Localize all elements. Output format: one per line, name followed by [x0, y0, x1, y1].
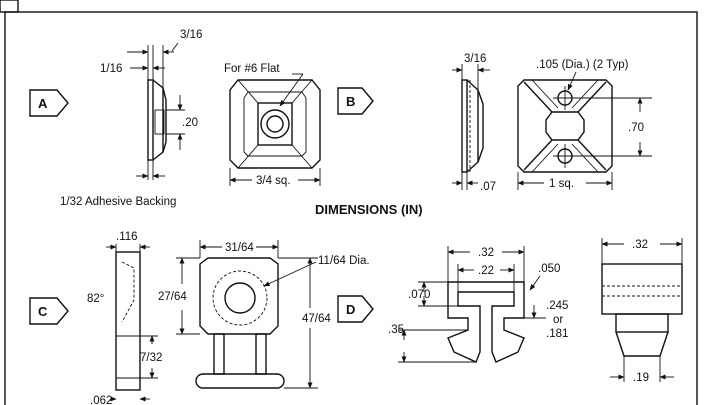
label-b: B	[346, 94, 355, 109]
dim-d-side-32: .32	[632, 239, 648, 251]
part-d-side-view	[601, 263, 683, 357]
dim-a-20: .20	[182, 117, 198, 129]
dim-a-1-16: 1/16	[100, 63, 122, 75]
dim-d-181: .181	[546, 328, 568, 340]
part-b-front-view	[517, 79, 613, 173]
dim-c-82-deg: 82°	[87, 293, 104, 305]
for-6-flat-note: For #6 Flat	[224, 63, 280, 75]
part-b-side-view	[461, 79, 484, 173]
label-d-tag: D	[337, 295, 374, 323]
label-b-tag: B	[337, 87, 374, 115]
label-a-tag: A	[29, 89, 69, 117]
part-a-side-view	[147, 79, 167, 161]
section-b: B 3/16 .07	[337, 53, 652, 193]
section-d: D .32 .22 .050 .070 .245 or .181 .35	[337, 238, 683, 384]
label-a: A	[38, 96, 48, 111]
part-a-front-view	[229, 79, 321, 169]
dim-d-or: or	[553, 314, 563, 326]
dim-d-070: .070	[408, 289, 430, 301]
dim-d-245: .245	[546, 300, 568, 312]
dim-a-3-4-sq: 3/4 sq.	[256, 175, 291, 187]
label-c-tag: C	[29, 297, 69, 325]
dim-c-27-64: 27/64	[158, 291, 187, 303]
dim-b-70: .70	[628, 122, 644, 134]
part-c-front-view	[195, 257, 285, 389]
hole-dia-note: .105 (Dia.) (2 Typ)	[536, 59, 629, 71]
label-c: C	[38, 304, 48, 319]
dim-d-19: .19	[633, 372, 649, 384]
dim-c-11-64-dia: 11/64 Dia.	[318, 255, 370, 267]
drawing-frame	[4, 11, 698, 405]
dim-c-7-32: 7/32	[140, 352, 162, 364]
section-c: C .116 82° 7/32 .062	[29, 231, 370, 405]
adhesive-backing-note: 1/32 Adhesive Backing	[60, 196, 176, 208]
dim-b-3-16: 3/16	[464, 53, 486, 65]
dim-a-3-16: 3/16	[180, 29, 202, 41]
dim-c-47-64: 47/64	[302, 313, 331, 325]
dim-d-050: .050	[538, 263, 560, 275]
part-c-side-view	[115, 251, 141, 391]
section-a: A 3/16 1/16 .20 1/32 Adhesive Backing	[29, 29, 321, 208]
dim-d-35: .35	[388, 324, 404, 336]
dim-b-07: .07	[480, 181, 496, 193]
drawing-heading: DIMENSIONS (IN)	[315, 202, 423, 217]
part-d-front-view	[447, 281, 525, 363]
dim-b-1-sq: 1 sq.	[549, 178, 574, 190]
dim-c-062: .062	[90, 395, 112, 405]
label-d: D	[346, 302, 355, 317]
dim-d-22: .22	[478, 265, 494, 277]
corner-tab	[0, 0, 19, 13]
dim-d-32: .32	[478, 247, 494, 259]
dim-c-116: .116	[116, 231, 138, 243]
dim-c-31-64: 31/64	[225, 242, 254, 254]
